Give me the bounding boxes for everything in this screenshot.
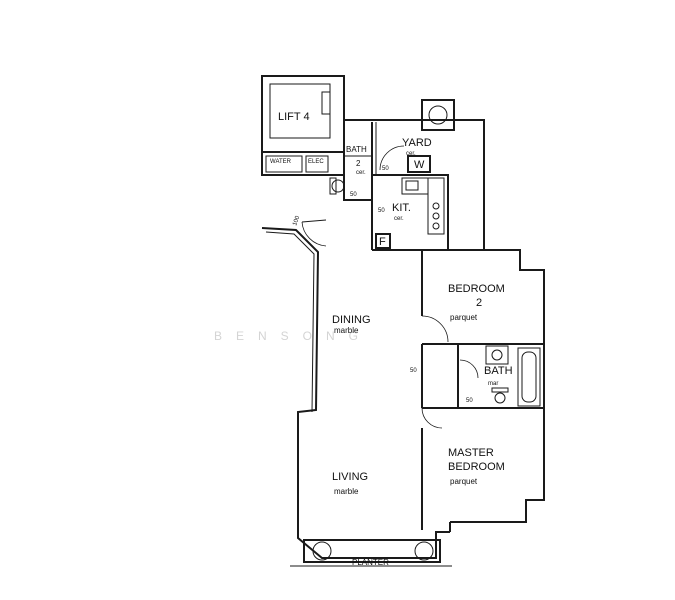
fridge-box [375,233,391,249]
dining-label: DINING [332,314,371,326]
master-label-2: BEDROOM [448,461,505,473]
kitchen-floor: cer. [394,216,404,222]
bath2-floor: mar [488,381,498,387]
door-width-1: 50 [350,192,357,198]
bath-top-label: BATH [346,145,367,154]
bedroom2-label-2: 2 [476,297,482,309]
bedroom2-floor: parquet [450,313,478,322]
main-walls [261,227,545,559]
master-door-swing [421,407,443,429]
bath2-fixtures [485,345,541,407]
vent-stack [421,99,455,131]
room2-number: 2 [356,159,361,168]
bedroom2-door-swing [421,315,449,343]
door-width-2: 50 [382,166,389,172]
yard-label: YARD [402,137,432,149]
door-width-5: 100 [292,215,301,227]
door-width-3: 50 [378,208,385,214]
kitchen-label: KIT. [392,202,411,214]
washer-box [407,155,431,173]
room2-floor: cer. [356,170,366,176]
water-meter-label: WATER [270,159,292,165]
kitchen-counter [401,177,445,235]
toilet-top [329,177,345,195]
washer-label: W [414,159,425,171]
living-label: LIVING [332,471,368,483]
door-width-4: 50 [466,398,473,404]
master-floor: parquet [450,477,478,486]
elec-meter-label: ELEC [308,159,324,165]
bath2-door-swing [459,359,479,379]
yard-floor: cer. [406,151,416,157]
lift-shaft [261,75,345,153]
entrance-door-swing [301,221,327,247]
master-label-1: MASTER [448,447,494,459]
service-walls [261,119,485,251]
planter [290,539,452,567]
living-floor: marble [334,487,359,496]
lift-label: LIFT 4 [278,111,310,123]
watermark: BENSONG [214,329,372,343]
meter-cabinets [265,155,329,173]
bath2-label: BATH [484,365,513,377]
fridge-label: F [379,236,386,248]
door-width-6: 50 [410,368,417,374]
yard-door-swing [379,145,405,171]
dining-floor: marble [334,326,359,335]
planter-label: PLANTER [352,558,389,567]
bedroom2-label-1: BEDROOM [448,283,505,295]
